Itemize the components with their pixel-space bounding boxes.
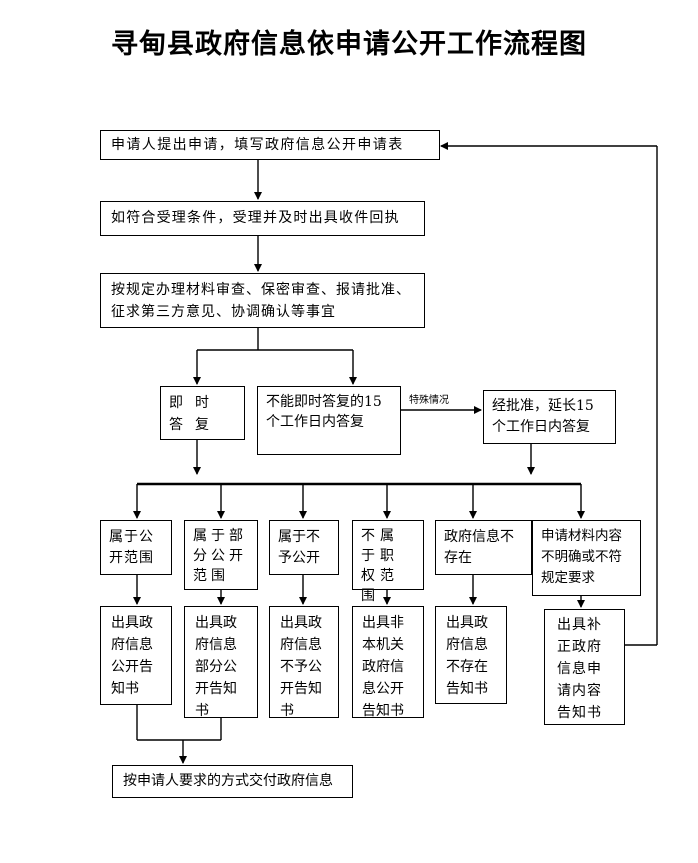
extension-label: 经批准，延长15个工作日内答复 [492,398,594,435]
notice-partial-box: 出具政府信息部分公开告知书 [184,606,258,719]
notice-correction-box: 出具补正政府信息申请内容告知书 [544,609,625,725]
category-withheld-label: 属于不予公开 [278,529,320,566]
category-withheld-box: 属于不予公开 [269,520,339,575]
delayed-reply-box: 不能即时答复的15个工作日内答复 [257,386,401,455]
extension-box: 经批准，延长15个工作日内答复 [483,390,616,444]
category-public-label: 属于公开范围 [109,529,154,566]
notice-withheld-label: 出具政府信息不予公开告知书 [280,615,322,719]
page-title: 寻甸县政府信息依申请公开工作流程图 [111,29,587,60]
category-nonexistent-label: 政府信息不存在 [444,529,514,566]
notice-public-box: 出具政府信息公开告知书 [100,606,172,705]
notice-correction-label: 出具补正政府信息申请内容告知书 [557,617,602,721]
step-apply-label: 申请人提出申请，填写政府信息公开申请表 [111,137,404,153]
notice-withheld-box: 出具政府信息不予公开告知书 [269,606,339,719]
delayed-reply-label: 不能即时答复的15个工作日内答复 [266,394,382,430]
final-delivery-box: 按申请人要求的方式交付政府信息 [112,765,353,798]
notice-out-of-scope-box: 出具非本机关政府信息公开告知书 [352,606,424,719]
category-unclear-box: 申请材料内容不明确或不符规定要求 [532,520,641,596]
notice-nonexistent-box: 出具政府信息不存在告知书 [435,606,507,704]
category-partial-box: 属于部分公开范围 [184,520,258,590]
immediate-reply-box: 即时答复 [160,386,245,440]
notice-out-of-scope-label: 出具非本机关政府信息公开告知书 [362,615,404,719]
category-unclear-label: 申请材料内容不明确或不符规定要求 [541,528,622,586]
category-partial-label: 属于部分公开范围 [193,528,247,584]
step-apply-box: 申请人提出申请，填写政府信息公开申请表 [100,130,440,160]
step-accept-label: 如符合受理条件，受理并及时出具收件回执 [111,210,400,226]
notice-nonexistent-label: 出具政府信息不存在告知书 [446,615,488,697]
step-accept-box: 如符合受理条件，受理并及时出具收件回执 [100,201,425,236]
category-public-box: 属于公开范围 [100,520,172,575]
category-nonexistent-box: 政府信息不存在 [435,520,532,575]
special-case-label: 特殊情况 [409,395,449,406]
notice-public-label: 出具政府信息公开告知书 [111,615,153,697]
category-out-of-scope-label: 不属于职权范围 [361,528,399,604]
final-delivery-label: 按申请人要求的方式交付政府信息 [123,773,333,789]
step-review-box: 按规定办理材料审查、保密审查、报请批准、征求第三方意见、协调确认等事宜 [100,273,425,328]
step-review-label: 按规定办理材料审查、保密审查、报请批准、征求第三方意见、协调确认等事宜 [111,282,411,320]
immediate-reply-label: 即时答复 [169,395,221,433]
notice-partial-label: 出具政府信息部分公开告知书 [195,615,237,719]
category-out-of-scope-box: 不属于职权范围 [352,520,424,604]
